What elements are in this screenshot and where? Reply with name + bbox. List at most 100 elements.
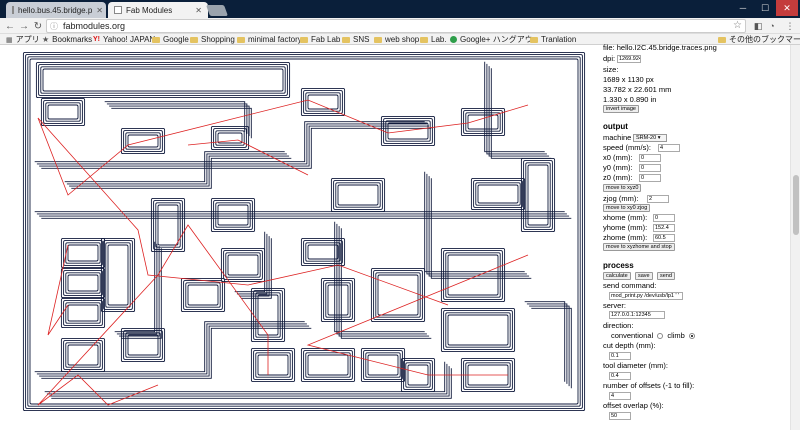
climb-radio[interactable] <box>688 333 695 340</box>
move-home-button[interactable]: move to xyzhome and stop <box>603 243 675 251</box>
direction-options: conventional climb <box>611 331 697 340</box>
bookmark-yahoo[interactable]: Y! Yahoo! JAPAN <box>93 35 156 44</box>
extension-icon[interactable]: ◔ <box>769 21 775 31</box>
bookmark-hangouts[interactable]: Google+ ハングアウ <box>450 34 533 45</box>
dpi-input[interactable]: 1269.924 <box>617 55 641 63</box>
address-bar[interactable]: ⓘ fabmodules.org <box>46 19 746 33</box>
offsets-input[interactable]: 4 <box>609 392 631 400</box>
machine-label: machine <box>603 133 632 142</box>
tab-close-icon[interactable]: ✕ <box>96 5 103 15</box>
output-heading: output <box>603 122 628 131</box>
rapid-move-paths <box>37 99 529 406</box>
page-icon <box>12 6 14 14</box>
z0-label: z0 (mm): <box>603 173 633 182</box>
bookmark-other[interactable]: その他のブックマーク <box>718 34 800 45</box>
bookmark-google[interactable]: Google <box>152 34 189 45</box>
bookmarks-bar: ▦ アプリ ★ Bookmarks Y! Yahoo! JAPAN Google… <box>0 34 800 45</box>
cut-depth-label: cut depth (mm): <box>603 341 656 350</box>
yhome-input[interactable]: 152.4 <box>653 224 675 232</box>
zjog-label: zjog (mm): <box>603 194 639 203</box>
scrollbar-thumb[interactable] <box>793 175 799 235</box>
move-xyz0-button[interactable]: move to xyz0 <box>603 184 642 192</box>
bookmark-sns[interactable]: SNS <box>342 34 369 45</box>
bookmark-translation[interactable]: Tranlation <box>530 34 576 45</box>
z0-input[interactable]: 0 <box>639 174 661 182</box>
bookmark-shopping[interactable]: Shopping <box>190 34 235 45</box>
xhome-label: xhome (mm): <box>603 213 648 222</box>
info-icon[interactable]: ⓘ <box>50 22 58 31</box>
dpi-label: dpi: <box>603 54 616 63</box>
size-label: size: <box>603 65 619 74</box>
bookmark-star-icon[interactable]: ☆ <box>733 20 742 31</box>
calculate-button[interactable]: calculate <box>603 272 631 280</box>
extension-icon[interactable]: ◧ <box>753 20 763 31</box>
bookmark-bookmarks[interactable]: ★ Bookmarks <box>42 35 93 44</box>
send-command-input[interactable]: mod_print.py /dev/usb/lp1 ' ' <box>609 292 683 300</box>
climb-label: climb <box>667 331 685 340</box>
x0-label: x0 (mm): <box>603 153 633 162</box>
machine-select[interactable]: SRM-20 ▾ <box>633 134 667 142</box>
star-icon: ★ <box>42 35 50 44</box>
forward-button[interactable]: → <box>19 20 29 32</box>
settings-panel: file: hello.I2C.45.bridge.traces.png dpi… <box>603 43 788 430</box>
folder-icon <box>342 36 350 43</box>
maximize-button[interactable]: ☐ <box>760 2 770 13</box>
zhome-input[interactable]: 60.5 <box>653 234 675 242</box>
page-scrollbar[interactable] <box>790 45 800 430</box>
tab-hello-bus[interactable]: hello.bus.45.bridge.p ✕ <box>6 2 106 18</box>
url-text: fabmodules.org <box>63 21 126 31</box>
cut-depth-input[interactable]: 0.1 <box>609 352 631 360</box>
send-button[interactable]: send <box>657 272 675 280</box>
folder-icon <box>190 36 198 43</box>
conventional-radio[interactable] <box>657 333 664 340</box>
new-tab-button[interactable] <box>205 5 229 16</box>
overlap-input[interactable]: 50 <box>609 412 631 420</box>
hangouts-icon <box>450 36 457 43</box>
tab-title: hello.bus.45.bridge.p <box>18 5 93 15</box>
send-command-label: send command: <box>603 281 657 290</box>
bookmark-minimal-factory[interactable]: minimal factory <box>237 34 302 45</box>
x0-input[interactable]: 0 <box>639 154 661 162</box>
folder-icon <box>530 36 538 43</box>
xhome-input[interactable]: 0 <box>653 214 675 222</box>
trace-offset-paths <box>22 51 586 412</box>
folder-icon <box>718 36 726 43</box>
folder-icon <box>420 36 428 43</box>
tab-fab-modules[interactable]: Fab Modules ✕ <box>108 2 208 18</box>
yhome-label: yhome (mm): <box>603 223 648 232</box>
move-xy0-zjog-button[interactable]: move to xy0 zjog <box>603 204 651 212</box>
yahoo-icon: Y! <box>93 36 100 43</box>
tool-diameter-input[interactable]: 0.4 <box>609 372 631 380</box>
bookmark-fab-lab[interactable]: Fab Lab <box>300 34 340 45</box>
toolpath-canvas <box>22 51 586 412</box>
size-in: 1.330 x 0.890 in <box>603 95 657 104</box>
speed-input[interactable]: 4 <box>658 144 680 152</box>
tab-close-icon[interactable]: ✕ <box>195 5 202 15</box>
folder-icon <box>374 36 382 43</box>
page-icon <box>114 6 122 14</box>
menu-icon[interactable]: ⋮ <box>785 20 795 31</box>
size-mm: 33.782 x 22.601 mm <box>603 85 672 94</box>
server-label: server: <box>603 301 626 310</box>
direction-label: direction: <box>603 321 634 330</box>
tab-strip: hello.bus.45.bridge.p ✕ Fab Modules ✕ ─ … <box>0 0 800 18</box>
tool-diameter-label: tool diameter (mm): <box>603 361 669 370</box>
invert-image-button[interactable]: invert image <box>603 105 639 113</box>
browser-toolbar: ← → ↻ ⓘ fabmodules.org ☆ ◧ ◔ ⋮ <box>0 18 800 34</box>
bookmark-lab[interactable]: Lab. <box>420 34 447 45</box>
zhome-label: zhome (mm): <box>603 233 648 242</box>
save-button[interactable]: save <box>635 272 653 280</box>
back-button[interactable]: ← <box>5 20 15 32</box>
reload-button[interactable]: ↻ <box>33 20 43 32</box>
overlap-label: offset overlap (%): <box>603 401 664 410</box>
speed-label: speed (mm/s): <box>603 143 651 152</box>
server-input[interactable]: 127.0.0.1:12345 <box>609 311 665 319</box>
process-heading: process <box>603 261 634 270</box>
zjog-input[interactable]: 2 <box>647 195 669 203</box>
bookmark-web-shop[interactable]: web shop <box>374 34 419 45</box>
bookmark-apps[interactable]: ▦ アプリ <box>6 35 40 44</box>
minimize-button[interactable]: ─ <box>739 3 747 13</box>
y0-input[interactable]: 0 <box>639 164 661 172</box>
close-window-button[interactable]: ✕ <box>776 0 798 16</box>
tab-title: Fab Modules <box>126 5 173 15</box>
